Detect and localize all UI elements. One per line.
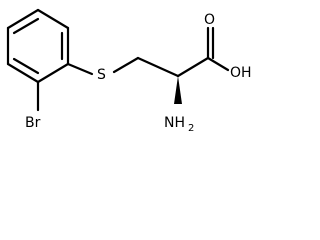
- ring-double-bond-a: [12, 17, 40, 35]
- hydroxyl-label: OH: [230, 65, 252, 81]
- wedge-bond-amine: [174, 76, 182, 104]
- chemical-structure: S Br O OH NH 2: [6, 8, 252, 134]
- bond-sulfur-ch2: [112, 56, 140, 74]
- bromine-label: Br: [25, 115, 41, 131]
- ring-bond-2: [36, 8, 70, 30]
- ring-bond-1: [6, 8, 40, 30]
- carbonyl-oxygen-label: O: [204, 12, 215, 28]
- benzene-ring: [6, 8, 70, 84]
- bond-alpha-carboxyl: [176, 56, 210, 78]
- ring-bond-4: [36, 62, 70, 84]
- ring-bond-5: [6, 62, 40, 84]
- sulfur-label: S: [97, 67, 106, 83]
- bond-carboxyl-oh: [206, 56, 230, 72]
- amine-subscript: 2: [188, 123, 194, 134]
- bond-ch2-alpha: [136, 56, 180, 78]
- ring-double-bond-c: [12, 57, 40, 75]
- bond-ring-sulfur: [66, 62, 94, 76]
- amine-label: NH: [164, 115, 185, 131]
